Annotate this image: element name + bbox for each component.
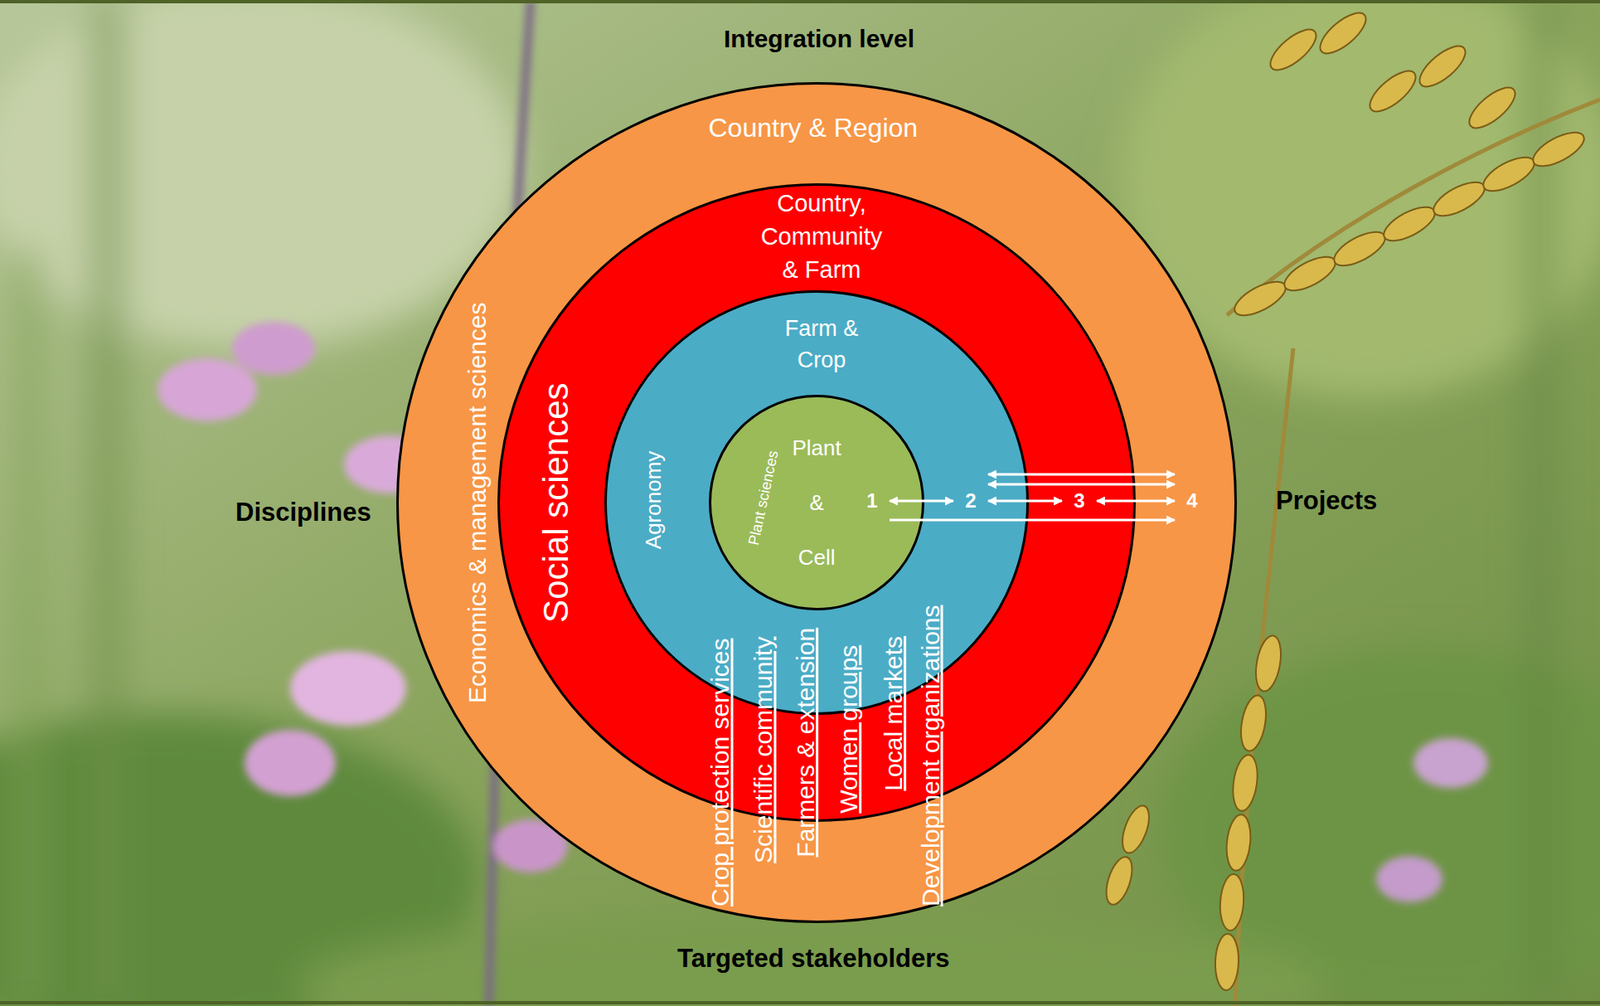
rice-grain [1218,872,1247,931]
project-number: 3 [1061,489,1097,513]
rice-grain [1236,693,1270,753]
stakeholder-label: Scientific community [749,636,779,864]
rice-stalk [1235,348,1294,1006]
project-arrow [889,518,1175,522]
project-arrow [988,499,1062,503]
rice-grain [1100,853,1137,907]
project-arrow [988,483,1175,486]
level-title: Country, Community & Farm [751,186,892,287]
ring-circle [397,83,1237,922]
rice-grain [1428,175,1489,224]
pink-flower [1376,855,1443,902]
discipline-label: Social sciences [535,382,576,622]
leaf-streak [91,0,125,1006]
rice-grain [1224,813,1254,873]
rice-grain [1229,752,1261,812]
level-title: Country & Region [708,112,919,144]
rice-grain [1413,38,1472,93]
pink-flower [157,358,257,422]
integration-ring: Plant & CellPlant sciences1 [708,394,925,611]
level-title: Farm & Crop [775,312,868,376]
project-number: 1 [854,489,890,528]
callout-number: 3 [1061,489,1097,513]
project-arrow [889,499,954,503]
rice-grain [1229,275,1290,323]
stakeholder-label: Farmers & extension [791,627,821,858]
discipline-label: Agronomy [641,450,667,550]
callout-number: 4 [1174,489,1210,513]
rice-grain [1251,633,1285,694]
ring-circle [710,396,924,610]
stakeholder-label: Crop protection services [706,638,736,907]
leaf-streak [16,248,42,1006]
stakeholder-label: Women groups [834,644,864,814]
project-number: 2 [953,464,989,513]
project-number: 4 [1174,464,1210,528]
callout-number: 1 [854,489,890,513]
axis-heading: Projects [1275,485,1377,516]
frame-line [0,1000,1600,1004]
rice-grain [1313,5,1373,60]
rice-grain [1328,225,1390,273]
project-arrow [1096,499,1175,503]
pink-flower [244,729,336,796]
pink-flower [1413,737,1489,788]
stakeholder-label: Development organizations [916,604,946,907]
rice-grain [1264,22,1323,77]
axis-heading: Targeted stakeholders [677,943,950,974]
rice-grain [1378,200,1440,248]
rice-grain [1117,801,1155,856]
pink-flower [290,650,407,726]
axis-heading: Integration level [723,24,915,54]
pink-flower [232,321,316,375]
light-patch [0,0,523,349]
rice-grain [1279,250,1340,298]
callout-number: 2 [953,489,989,513]
level-title: Plant & Cell [792,420,842,585]
rice-grain [1214,933,1240,991]
frame-line [0,0,1600,4]
rice-grain [1463,80,1522,135]
discipline-label: Economics & management sciences [463,301,493,704]
rice-grain [1478,150,1539,199]
rice-grain [1527,126,1589,174]
stakeholder-label: Local markets [879,635,909,791]
project-arrow [988,473,1175,476]
rice-grain [1363,63,1422,118]
dark-patch [298,911,1327,1006]
axis-heading: Disciplines [235,497,372,528]
